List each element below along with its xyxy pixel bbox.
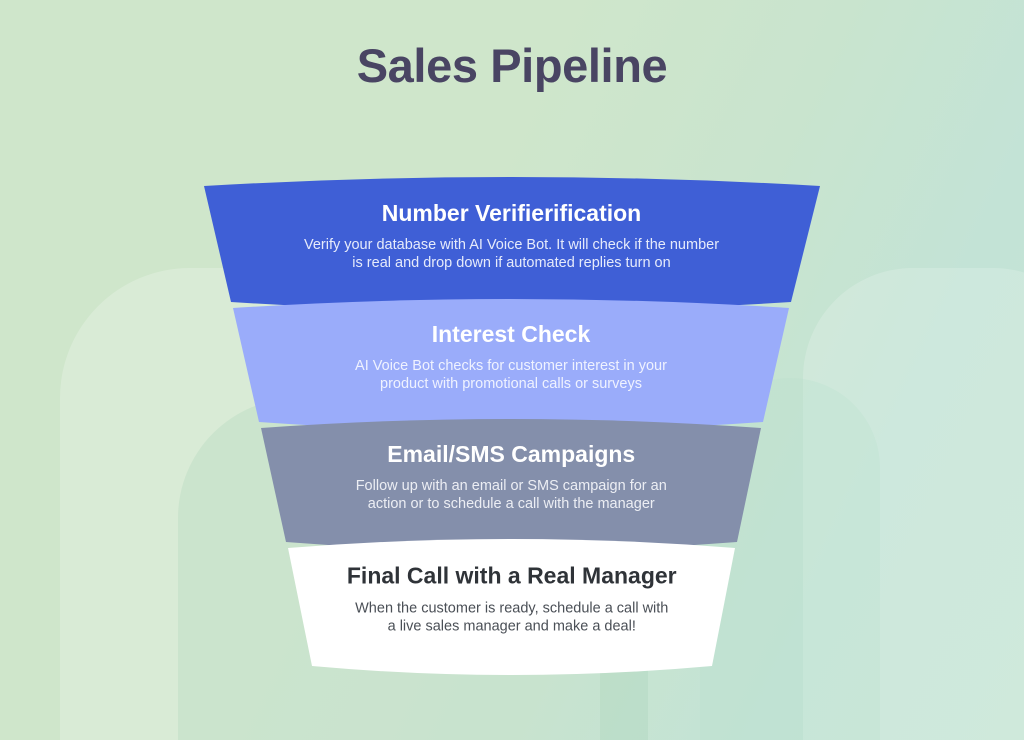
funnel-stage-title-2: Interest Check [432, 321, 591, 347]
funnel-stage-description-2: AI Voice Bot checks for customer interes… [355, 358, 667, 392]
funnel-stage-description-3: Follow up with an email or SMS campaign … [356, 478, 667, 512]
funnel-stage-description-1: Verify your database with AI Voice Bot. … [304, 237, 719, 271]
funnel-stage-description-line: is real and drop down if automated repli… [352, 255, 670, 271]
funnel-stage-description-line: a live sales manager and make a deal! [388, 618, 636, 634]
funnel-stage-title-4: Final Call with a Real Manager [347, 562, 677, 588]
funnel-stage-description-line: Verify your database with AI Voice Bot. … [304, 237, 719, 253]
funnel-stage-description-line: When the customer is ready, schedule a c… [355, 600, 668, 616]
funnel-stage-description-line: action or to schedule a call with the ma… [368, 496, 655, 512]
funnel-stage-title-3: Email/SMS Campaigns [387, 441, 635, 467]
funnel-stage-description-4: When the customer is ready, schedule a c… [355, 600, 668, 634]
page-title: Sales Pipeline [356, 39, 668, 92]
funnel-stage-shape-2[interactable] [233, 299, 789, 431]
funnel-stage-shape-1[interactable] [204, 177, 820, 311]
funnel-stage-description-line: product with promotional calls or survey… [380, 376, 642, 392]
funnel-stage-shape-4[interactable] [288, 539, 735, 675]
funnel-stage-title-1: Number Verifierification [382, 200, 641, 226]
funnel-stage-shape-3[interactable] [261, 419, 761, 551]
funnel-stage-description-line: AI Voice Bot checks for customer interes… [355, 358, 667, 374]
funnel-stage-description-line: Follow up with an email or SMS campaign … [356, 478, 667, 494]
